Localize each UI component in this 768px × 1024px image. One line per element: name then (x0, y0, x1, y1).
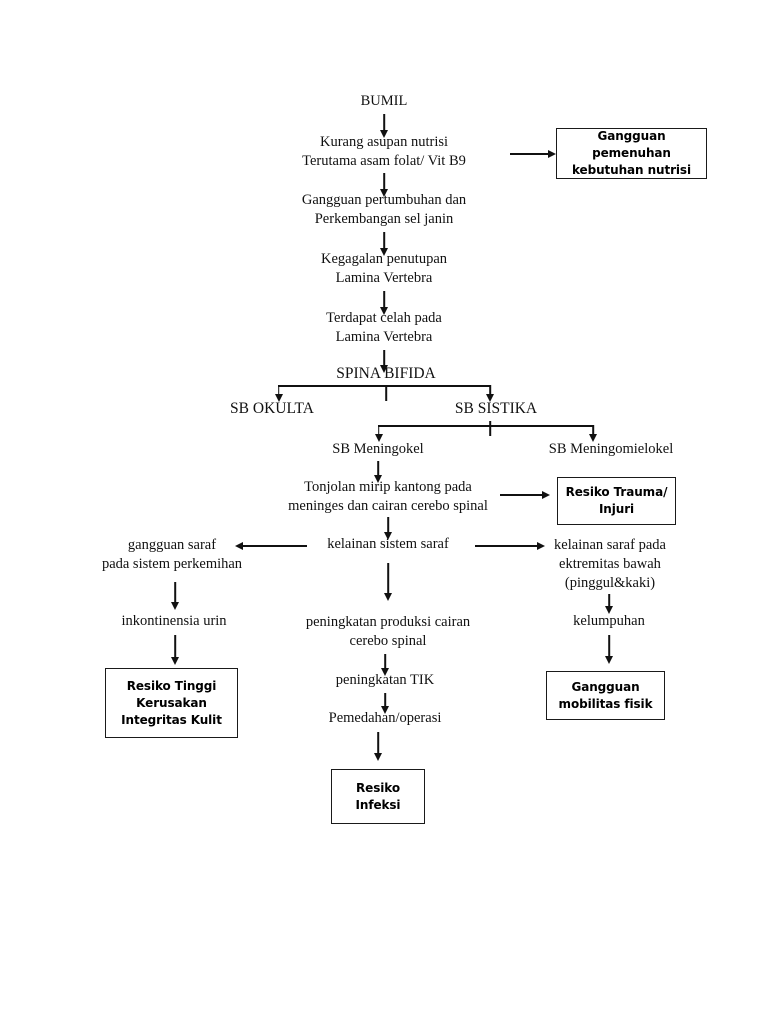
connector-peningkatan-cairan-to-tik (384, 654, 386, 671)
connector-bumil-to-kurang-asupan (383, 114, 385, 133)
arrowhead-down-icon (171, 602, 179, 610)
node-sb-okulta: SB OKULTA (230, 400, 314, 417)
connector-spina-bifida-stem (385, 385, 387, 401)
node-sb-meningokel: SB Meningokel (332, 441, 424, 457)
arrowhead-down-icon (380, 248, 388, 256)
arrowhead-down-icon (486, 394, 494, 402)
arrowhead-down-icon (374, 753, 382, 761)
node-kegagalan-penutupan: Kegagalan penutupan Lamina Vertebra (320, 251, 448, 286)
arrowhead-down-icon (605, 606, 613, 614)
connector-kelainan-to-gangguan-saraf-kemih (243, 545, 307, 547)
arrowhead-down-icon (275, 394, 283, 402)
connector-sb-sistika-split-bar (378, 425, 594, 427)
box-resiko-trauma-injuri: Resiko Trauma/ Injuri (557, 477, 676, 525)
arrowhead-down-icon (374, 475, 382, 483)
arrowhead-right-icon (548, 150, 556, 158)
arrowhead-down-icon (605, 656, 613, 664)
node-kelainan-saraf-ekstremitas: kelainan saraf pada ektremitas bawah (pi… (554, 537, 666, 591)
node-sb-meningomielokel: SB Meningomielokel (548, 441, 674, 457)
node-bumil: BUMIL (360, 93, 408, 109)
arrowhead-left-icon (235, 542, 243, 550)
node-pemedahan-operasi: Pemedahan/operasi (328, 710, 442, 726)
arrowhead-right-icon (537, 542, 545, 550)
arrowhead-right-icon (542, 491, 550, 499)
box-resiko-tinggi-kerusakan-integritas-kulit: Resiko Tinggi Kerusakan Integritas Kulit (105, 668, 238, 738)
connector-sb-meningokel-to-tonjolan (377, 461, 379, 478)
connector-kurang-asupan-to-gangguan-pemenuhan (510, 153, 548, 155)
arrowhead-down-icon (589, 434, 597, 442)
node-spina-bifida: SPINA BIFIDA (336, 365, 436, 382)
box-resiko-infeksi: Resiko Infeksi (331, 769, 425, 824)
connector-gangguan-saraf-to-inkontinensia (174, 582, 176, 606)
arrowhead-down-icon (384, 532, 392, 540)
connector-kegagalan-to-terdapat-celah (383, 291, 385, 310)
box-gangguan-pemenuhan-kebutuhan-nutrisi: Gangguan pemenuhan kebutuhan nutrisi (556, 128, 707, 179)
connector-ekstremitas-to-kelumpuhan (608, 594, 610, 610)
connector-kelainan-to-peningkatan-cairan (387, 563, 389, 596)
connector-kurang-asupan-to-gangguan-pertumbuhan (383, 173, 385, 192)
connector-tonjolan-to-resiko-trauma (500, 494, 542, 496)
connector-kelainan-to-kelainan-saraf-ekstremitas (475, 545, 537, 547)
arrowhead-down-icon (380, 307, 388, 315)
node-kelumpuhan: kelumpuhan (573, 613, 645, 629)
arrowhead-down-icon (384, 593, 392, 601)
node-tonjolan-mirip-kantong: Tonjolan mirip kantong pada meninges dan… (288, 479, 488, 514)
connector-kelumpuhan-to-gangguan-mobilitas (608, 635, 610, 659)
arrowhead-down-icon (381, 668, 389, 676)
connector-spina-bifida-split-bar (278, 385, 491, 387)
node-sb-sistika: SB SISTIKA (454, 400, 538, 417)
node-gangguan-saraf-perkemihan: gangguan saraf pada sistem perkemihan (101, 537, 243, 572)
connector-to-sb-sistika (489, 385, 491, 396)
connector-sb-sistika-stem (489, 421, 491, 436)
node-terdapat-celah: Terdapat celah pada Lamina Vertebra (326, 310, 442, 345)
box-gangguan-mobilitas-fisik: Gangguan mobilitas fisik (546, 671, 665, 720)
connector-gangguan-pertumbuhan-to-kegagalan (383, 232, 385, 251)
connector-tonjolan-to-kelainan-sistem-saraf (387, 517, 389, 535)
connector-pemedahan-to-resiko-infeksi (377, 732, 379, 756)
arrowhead-down-icon (381, 706, 389, 714)
arrowhead-down-icon (171, 657, 179, 665)
node-gangguan-pertumbuhan: Gangguan pertumbuhan dan Perkembangan se… (301, 192, 467, 227)
connector-to-sb-meningokel (378, 425, 380, 436)
node-peningkatan-tik: peningkatan TIK (335, 672, 435, 688)
connector-inkontinensia-to-resiko-kulit (174, 635, 176, 660)
arrowhead-down-icon (380, 189, 388, 197)
node-kurang-asupan-nutrisi: Kurang asupan nutrisi Terutama asam fola… (302, 134, 466, 169)
node-peningkatan-produksi-cairan: peningkatan produksi cairan cerebo spina… (305, 614, 471, 649)
connector-tik-to-pemedahan (384, 693, 386, 709)
arrowhead-down-icon (375, 434, 383, 442)
connector-to-sb-meningomielokel (592, 425, 594, 436)
node-inkontinensia-urin: inkontinensia urin (121, 613, 227, 629)
arrowhead-down-icon (380, 365, 388, 373)
arrowhead-down-icon (380, 130, 388, 138)
connector-to-sb-okulta (278, 385, 280, 396)
node-kelainan-sistem-saraf: kelainan sistem saraf (327, 536, 449, 552)
connector-terdapat-celah-to-spina-bifida (383, 350, 385, 368)
